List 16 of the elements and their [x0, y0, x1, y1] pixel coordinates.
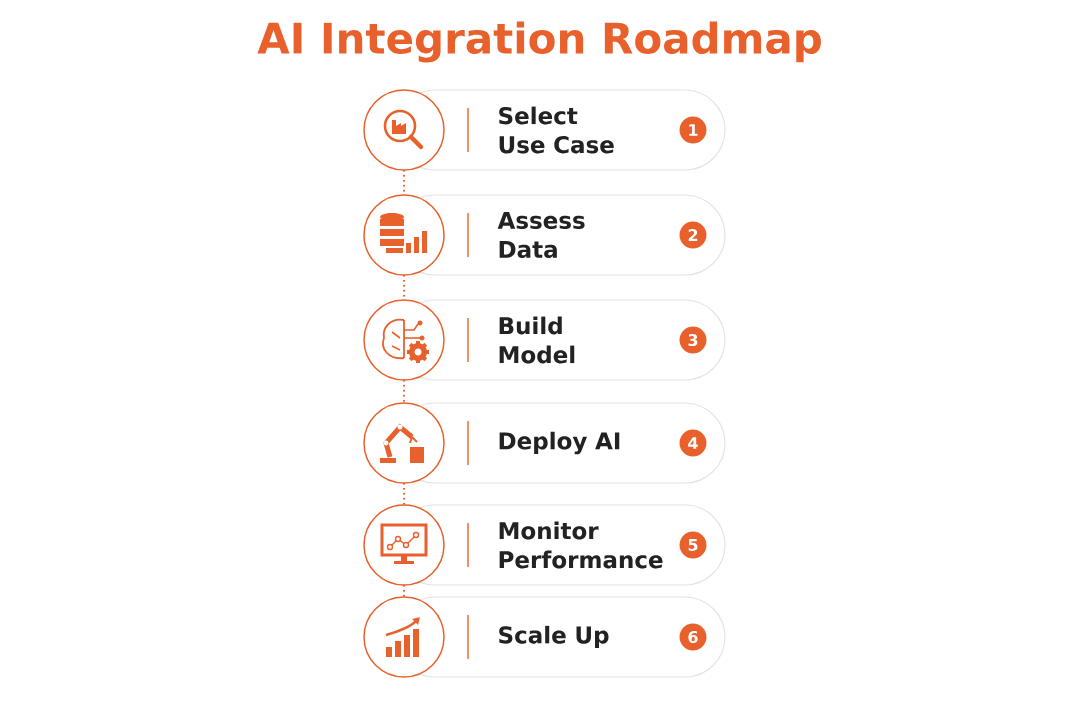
step-number-badge: 2 [679, 221, 707, 249]
step-number-badge: 4 [679, 429, 707, 457]
step-number-badge: 5 [679, 531, 707, 559]
dotted-connector [402, 482, 406, 506]
step-number-badge: 1 [679, 116, 707, 144]
step-title: Monitor Performance [499, 521, 663, 569]
step-title: Deploy AI [499, 431, 620, 455]
title: AI Integration Roadmap [257, 21, 821, 63]
step-number-badge: 3 [679, 326, 707, 354]
step-title: Assess Data [497, 211, 585, 259]
dotted-connector [402, 584, 406, 598]
dotted-connector [402, 379, 406, 404]
step-title: Build Model [499, 316, 575, 364]
step-number-badge: 6 [679, 623, 707, 651]
step-title: Scale Up [499, 625, 609, 649]
step-title: Select Use Case [499, 106, 614, 154]
